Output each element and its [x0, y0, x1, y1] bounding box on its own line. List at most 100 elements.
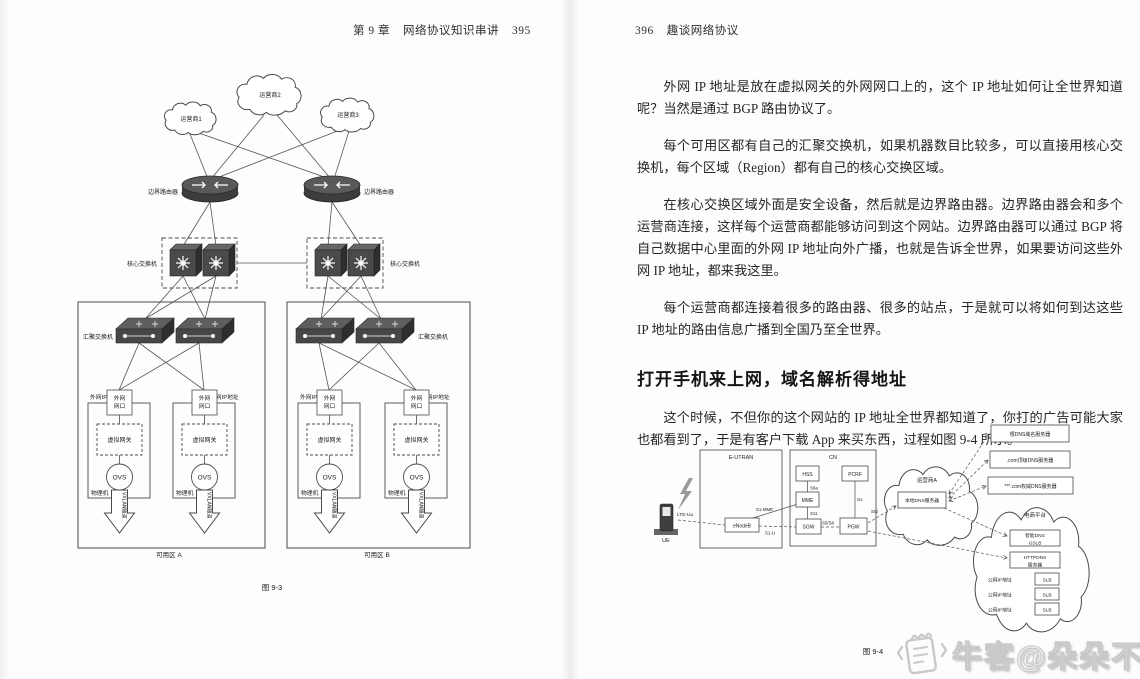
local-dns-label: 本地DNS服务器: [905, 497, 939, 504]
pcrf-label: PCRF: [848, 472, 862, 478]
page-edge-shading: [0, 0, 10, 679]
availability-zone-a-box: [77, 301, 266, 549]
carrier-1-label: 运营商1: [180, 115, 202, 123]
lte-uu-label: LTE-Uu: [677, 512, 694, 518]
core-switch-group: [306, 237, 384, 289]
book-title: 趣谈网络协议: [666, 25, 739, 37]
root-dns-label: 根DNS域名服务器: [1010, 431, 1051, 438]
httpdns-label: HTTPDNS: [1024, 555, 1047, 561]
watermark: 牛客@朵朵不戴: [897, 631, 1140, 677]
left-page-number: 395: [512, 25, 531, 37]
s1-u-label: S1-U: [765, 531, 775, 536]
gslb-box: [1009, 529, 1061, 547]
pcrf-box: [841, 465, 869, 482]
chapter-label: 第 9 章: [353, 25, 390, 37]
gx-label: Gx: [857, 497, 863, 502]
pgw-label: PGW: [848, 525, 860, 531]
aggregation-switch-icon: [115, 317, 175, 344]
enodeb-label: eNodeB: [733, 524, 752, 530]
paragraph: 每个运营商都连接着很多的路由器、很多的站点，于是就可以将如何到达这些 IP 地址…: [637, 300, 1123, 337]
agg-switch-label: 汇聚交换机: [83, 333, 113, 341]
availability-zone-b-box: [286, 301, 471, 549]
paragraph: 外网 IP 地址是放在虚拟网关的外网网口上的，这个 IP 地址如何让全世界知道呢…: [637, 79, 1123, 116]
core-switch-label: 核心交换机: [390, 260, 420, 268]
paragraph: 在核心交换区域外面是安全设备，然后就是边界路由器。边界路由器会和多个运营商连接，…: [637, 197, 1123, 278]
slb-label: SLB: [1042, 608, 1051, 614]
core-switch-group: [161, 237, 238, 289]
enodeb-box: [724, 517, 760, 533]
mme-label: MME: [802, 498, 814, 504]
public-ip-label: 外网IP地址: [90, 393, 119, 401]
figure-9-4-caption: 图 9-4: [863, 647, 883, 656]
httpdns-label: 服务器: [1028, 562, 1043, 569]
paragraph: 这个时候，不但你的这个网站的 IP 地址全世界都知道了，你打的广告可能大家也都看…: [637, 410, 1123, 447]
core-switch-icon: [347, 243, 381, 277]
carrier-3-label: 运营商3: [337, 111, 359, 119]
core-switch-icon: [169, 243, 203, 277]
platform-label: 电商平台: [1024, 511, 1047, 519]
section-heading: 打开手机来上网，域名解析得地址: [637, 370, 907, 389]
zone-a-caption: 可用区 A: [156, 551, 182, 559]
slb-label: SLB: [1042, 578, 1051, 584]
core-switch-icon: [202, 243, 236, 277]
s11-label: S11: [810, 511, 818, 516]
slb-box: [1034, 572, 1060, 586]
chapter-title: 网络协议知识串讲: [403, 25, 499, 37]
public-ip-row-label: 公网IP地址: [988, 577, 1012, 584]
auth-dns-label: ***.com权威DNS服务器: [1004, 483, 1056, 490]
host-machine: [87, 389, 151, 534]
public-ip-label: 外网IP地址: [300, 393, 329, 401]
body-text-column: 外网 IP 地址是放在虚拟网关的外网网口上的，这个 IP 地址如何让全世界知道呢…: [637, 76, 1123, 466]
left-page-header: 第 9 章 网络协议知识串讲 395: [353, 22, 531, 38]
border-router-icon: [303, 175, 361, 203]
ue-label: UE: [662, 538, 670, 544]
connector-lines: [118, 114, 417, 391]
public-ip-row-label: 公网IP地址: [988, 592, 1012, 599]
httpdns-box: [1009, 551, 1061, 569]
cn-label: CN: [829, 455, 837, 461]
tld-dns-label: .com顶级DNS服务器: [1007, 457, 1053, 464]
host-machine: [297, 389, 361, 534]
pgw-box: [839, 517, 868, 535]
hss-box: [795, 465, 820, 482]
s6a-label: S6a: [810, 486, 818, 491]
nowcoder-logo-icon: [897, 632, 947, 675]
public-ip-row-label: 公网IP地址: [988, 607, 1012, 614]
public-ip-label: 外网IP地址: [210, 393, 239, 401]
carrier-a-label: 运营商A: [917, 476, 938, 484]
sgw-box: [795, 518, 822, 535]
aggregation-switch-icon: [355, 317, 415, 344]
mme-box: [795, 491, 820, 508]
hss-label: HSS: [802, 472, 813, 478]
border-router-label: 边界路由器: [148, 188, 178, 196]
agg-switch-label: 汇聚交换机: [418, 333, 448, 341]
figure-9-4-lte-dns-diagram: E-UTRAN CN 运营商A 电商平台 UE LTE-Uu: [654, 424, 1091, 656]
slb-box: [1034, 587, 1060, 601]
root-dns-box: [990, 424, 1070, 443]
aggregation-switch-icon: [175, 317, 235, 344]
gslb-label: GSLB: [1029, 541, 1042, 547]
dashed-flow-lines: [677, 434, 1007, 558]
watermark-text: 牛客@朵朵不戴: [951, 640, 1140, 674]
core-switch-label: 核心交换机: [127, 260, 157, 268]
border-router-label: 边界路由器: [364, 188, 394, 196]
gslb-label: 智能DNS: [1025, 532, 1045, 539]
page-gutter: [560, 0, 580, 679]
figure-9-3-caption: 图 9-3: [262, 583, 282, 592]
sgi-label: SGi: [871, 509, 878, 514]
host-machine: [384, 389, 448, 534]
s1-mme-label: S1-MME: [756, 507, 773, 512]
host-machine: [172, 389, 236, 534]
cn-box: [789, 449, 877, 547]
aggregation-switch-icon: [295, 317, 355, 344]
core-switch-icon: [314, 243, 348, 277]
slb-box: [1034, 602, 1060, 616]
eutran-label: E-UTRAN: [729, 455, 753, 461]
paragraph: 每个可用区都有自己的汇聚交换机，如果机器数目比较多，可以直接用核心交换机，每个区…: [637, 138, 1123, 175]
border-router-icon: [181, 175, 239, 203]
public-ip-label: 外网IP地址: [421, 393, 450, 401]
sgw-label: SGW: [803, 525, 815, 531]
slb-label: SLB: [1042, 593, 1051, 599]
ue-phone-icon: [654, 503, 678, 535]
